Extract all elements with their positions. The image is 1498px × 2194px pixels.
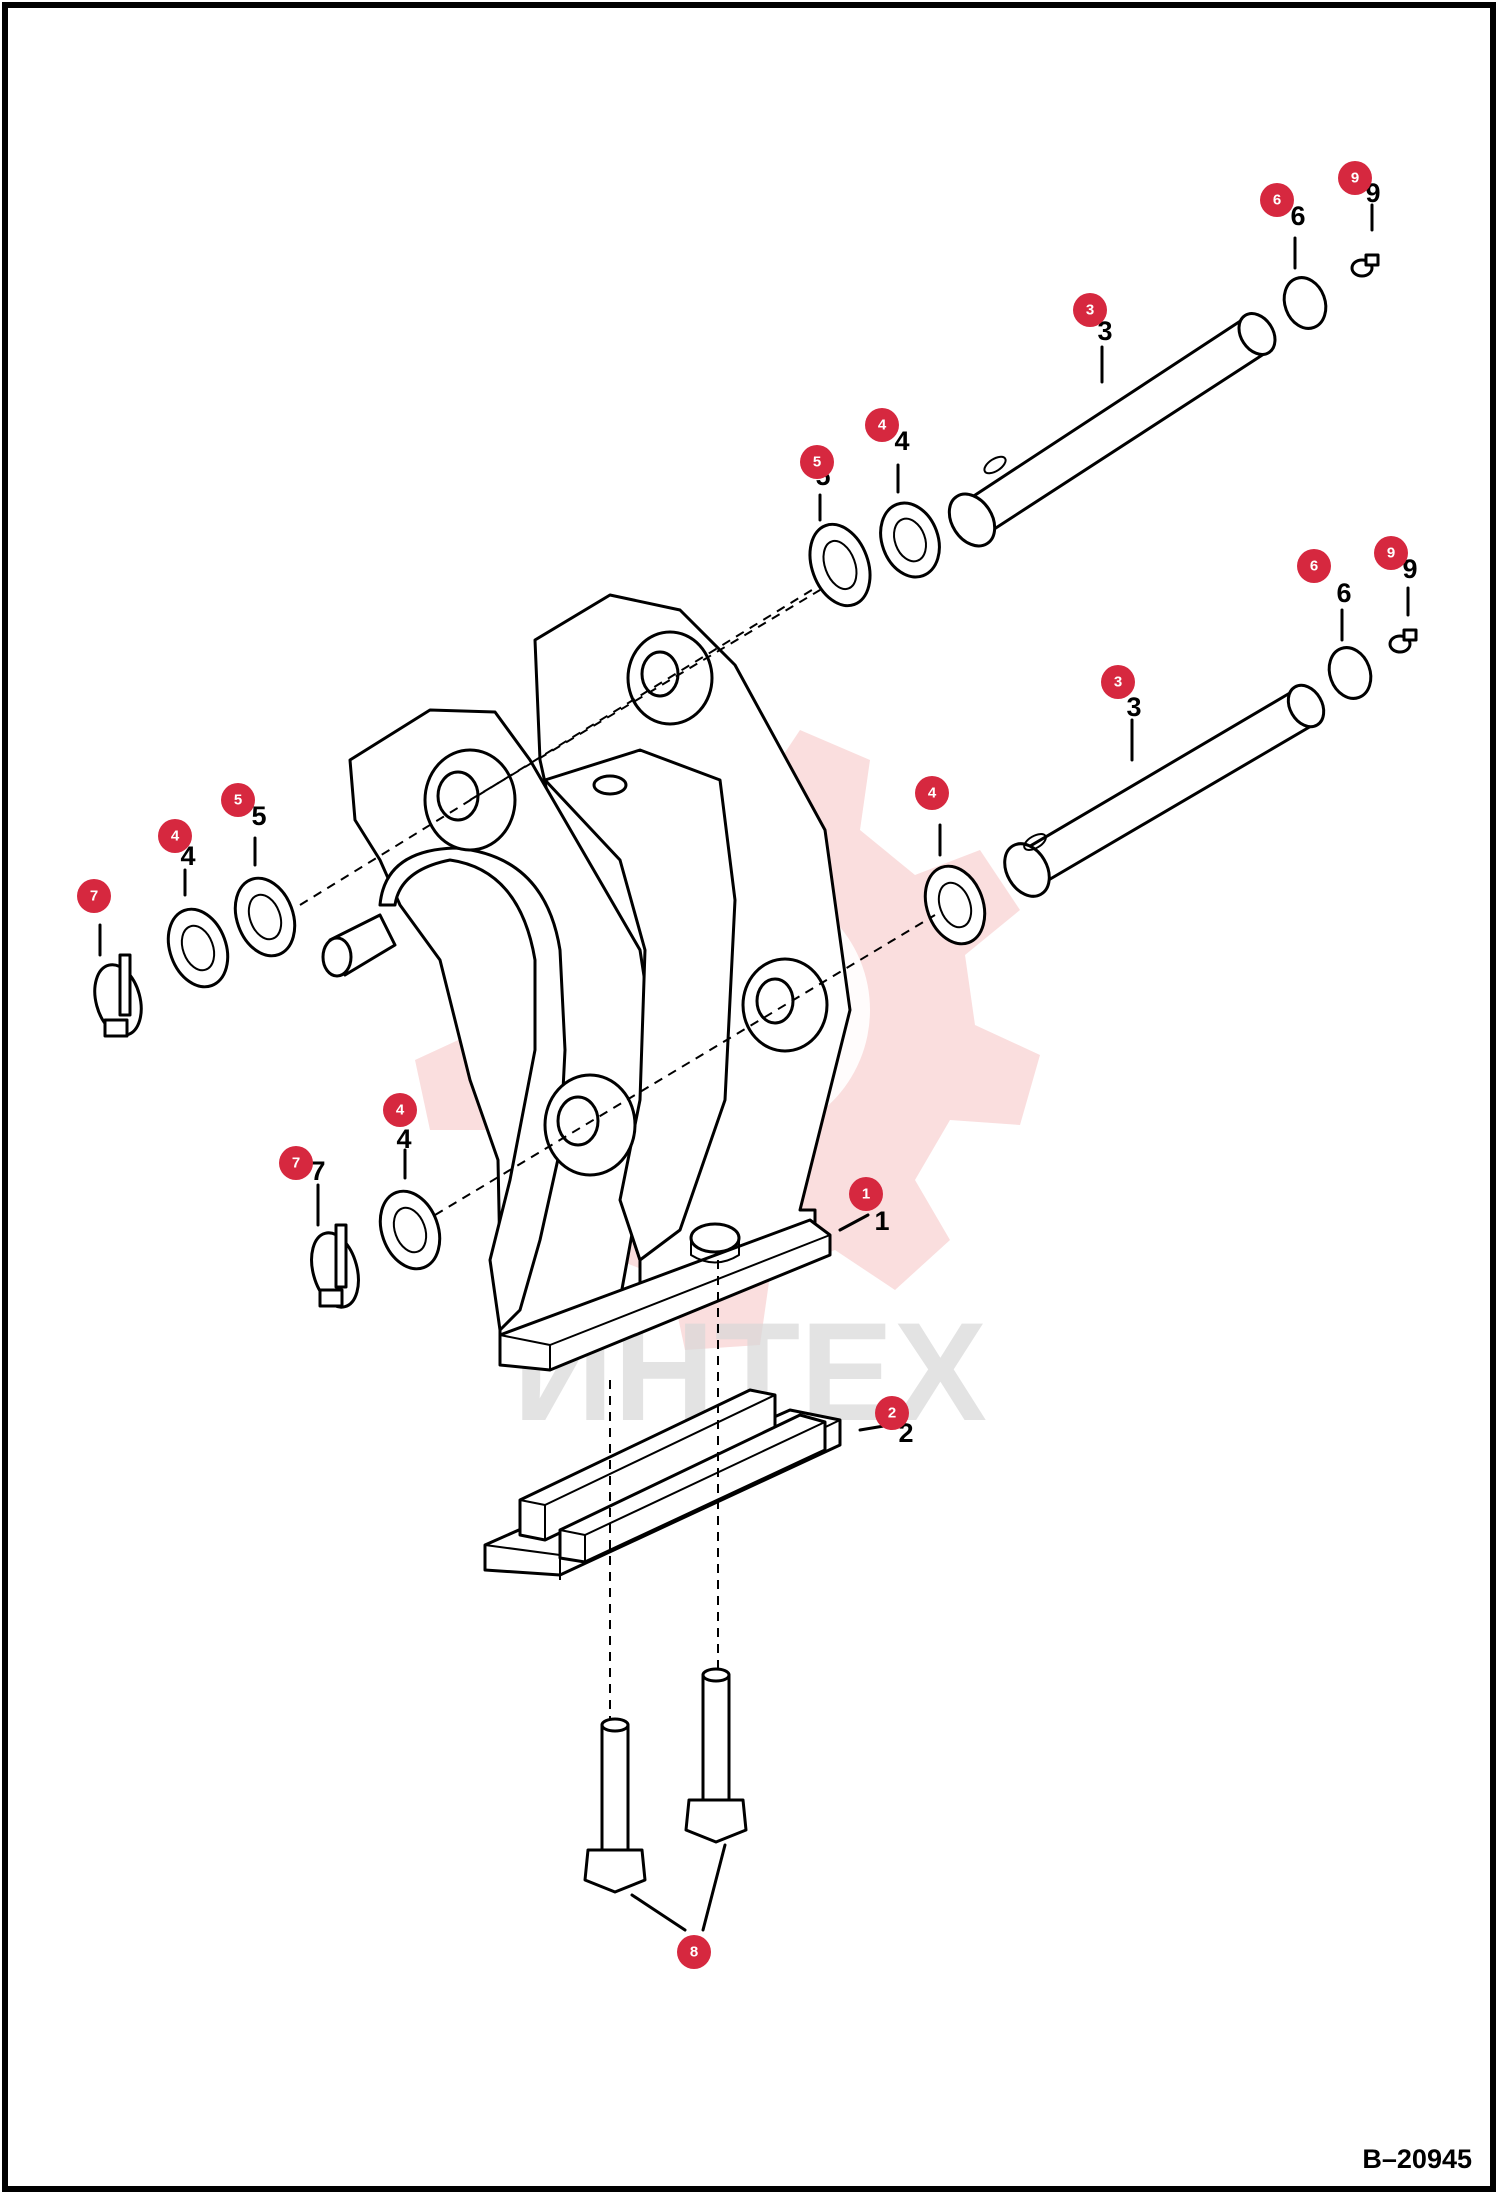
svg-text:4: 4 <box>878 417 887 434</box>
lynch-pin-left-part-7 <box>93 953 143 1038</box>
svg-text:2: 2 <box>888 1405 896 1422</box>
part-number: 6 <box>1290 201 1305 231</box>
svg-text:8: 8 <box>690 1944 698 1961</box>
wear-pad-part-2 <box>483 1388 842 1580</box>
part-number: 5 <box>251 801 266 831</box>
svg-text:4: 4 <box>171 828 180 845</box>
assembly-lines <box>299 584 936 1720</box>
callout-badge: 2 <box>875 1396 909 1430</box>
part-number: 4 <box>396 1124 411 1154</box>
svg-text:9: 9 <box>1387 545 1395 562</box>
svg-text:3: 3 <box>1086 302 1094 319</box>
svg-text:7: 7 <box>292 1155 300 1172</box>
callout-badge: 4 <box>383 1093 417 1127</box>
lynch-pin-lower-part-7 <box>310 1223 360 1309</box>
callout-badge: 3 <box>1101 665 1135 699</box>
bolt-right-part-8 <box>684 1667 748 1844</box>
callout-badge: 3 <box>1073 293 1107 327</box>
callout-badge: 1 <box>849 1177 883 1211</box>
callout-badge: 6 <box>1297 549 1331 583</box>
leader-lines <box>98 203 1410 1932</box>
callout-badge: 4 <box>158 819 192 853</box>
part-number: 6 <box>1336 578 1351 608</box>
callout-badge: 8 <box>677 1935 711 1969</box>
svg-text:6: 6 <box>1310 558 1318 575</box>
washers <box>166 501 987 1271</box>
part-number: 3 <box>1097 316 1112 346</box>
part-number: 9 <box>1402 554 1417 584</box>
svg-text:7: 7 <box>90 888 98 905</box>
pin-upper-part-3 <box>947 312 1277 548</box>
part-number: 7 <box>310 1156 325 1186</box>
callout-badges: 1 2 3 3 4 4 4 4 5 5 6 6 7 7 8 9 9 <box>77 161 1408 1969</box>
svg-text:1: 1 <box>862 1186 870 1203</box>
snap-rings-and-fittings <box>1282 253 1418 700</box>
bracket-frame-part-1 <box>321 593 852 1372</box>
callout-badge: 4 <box>915 776 949 810</box>
part-number: 1 <box>874 1206 889 1236</box>
part-number: 4 <box>894 426 909 456</box>
svg-text:9: 9 <box>1351 170 1359 187</box>
callout-badge: 9 <box>1374 536 1408 570</box>
svg-text:5: 5 <box>813 454 821 471</box>
svg-text:4: 4 <box>396 1102 405 1119</box>
pin-lower-part-3 <box>1003 683 1326 898</box>
callout-badge: 5 <box>221 783 255 817</box>
callout-badge: 7 <box>77 879 111 913</box>
svg-text:4: 4 <box>928 785 937 802</box>
callout-badge: 7 <box>279 1146 313 1180</box>
svg-text:5: 5 <box>234 792 242 809</box>
callout-badge: 4 <box>865 408 899 442</box>
svg-text:6: 6 <box>1273 192 1281 209</box>
callout-badge: 5 <box>800 445 834 479</box>
callout-badge: 6 <box>1260 183 1294 217</box>
part-number: 3 <box>1126 692 1141 722</box>
bolt-left-part-8 <box>583 1717 647 1894</box>
grease-fitting-upper-icon <box>1350 253 1380 278</box>
grease-fitting-lower-icon <box>1388 628 1418 654</box>
svg-text:3: 3 <box>1114 674 1122 691</box>
callout-badge: 9 <box>1338 161 1372 195</box>
drawing-number: B–20945 <box>1362 2144 1472 2174</box>
